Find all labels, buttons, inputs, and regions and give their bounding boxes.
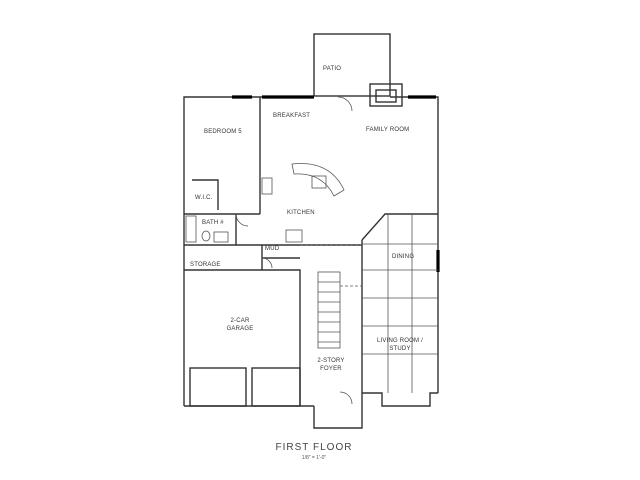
room-label-storage: STORAGE <box>190 262 221 268</box>
room-label-bath: BATH # <box>202 220 224 226</box>
room-label-bedroom: BEDROOM 5 <box>204 129 242 135</box>
room-label-living-line2: STUDY <box>389 346 411 352</box>
bath-vanity <box>213 231 229 243</box>
toilet <box>201 230 211 242</box>
garage-door-left <box>189 367 247 407</box>
fireplace <box>369 83 403 107</box>
room-label-kitchen: KITCHEN <box>287 210 315 216</box>
drawing-scale: 1/8" = 1'-0" <box>301 455 327 461</box>
living-room-bay <box>362 392 438 407</box>
wic-walls <box>192 179 219 210</box>
room-label-garage: 2-CAR GARAGE <box>227 318 254 332</box>
kitchen-counter <box>285 229 303 243</box>
room-label-living-room: LIVING ROOM / STUDY <box>377 338 423 352</box>
room-label-breakfast: BREAKFAST <box>273 113 311 119</box>
room-label-garage-line1: 2-CAR <box>230 318 250 324</box>
room-label-living-line1: LIVING ROOM / <box>377 338 423 344</box>
room-label-wic: W.I.C. <box>195 195 213 201</box>
room-label-garage-line2: GARAGE <box>226 326 254 332</box>
room-label-patio: PATIO <box>323 66 342 72</box>
garage-north-wall <box>184 269 301 406</box>
drawing-title: FIRST FLOOR <box>275 442 353 453</box>
dining-bay-wall <box>361 213 438 241</box>
room-label-foyer-line1: 2-STORY <box>317 358 345 364</box>
fireplace-inner <box>375 89 397 103</box>
room-label-mud: MUD <box>265 246 280 252</box>
garage-door-right <box>251 367 301 407</box>
front-porch-outline <box>313 400 363 429</box>
patio-outline <box>313 33 391 97</box>
door-swing <box>339 391 353 405</box>
room-label-foyer-line2: FOYER <box>320 366 342 372</box>
room-label-dining: DINING <box>392 254 415 260</box>
bathtub <box>185 215 197 243</box>
staircase <box>317 271 341 349</box>
kitchen-sink <box>311 175 327 189</box>
door-swing <box>337 96 353 112</box>
kitchen-island <box>291 163 345 197</box>
exterior-wall-northeast <box>390 96 439 393</box>
room-label-foyer: 2-STORY FOYER <box>317 358 344 372</box>
room-label-family-room: FAMILY ROOM <box>366 127 410 133</box>
exterior-wall-north <box>183 96 314 406</box>
door-swing <box>261 257 273 269</box>
kitchen-range <box>261 177 273 195</box>
door-swing <box>235 213 249 227</box>
